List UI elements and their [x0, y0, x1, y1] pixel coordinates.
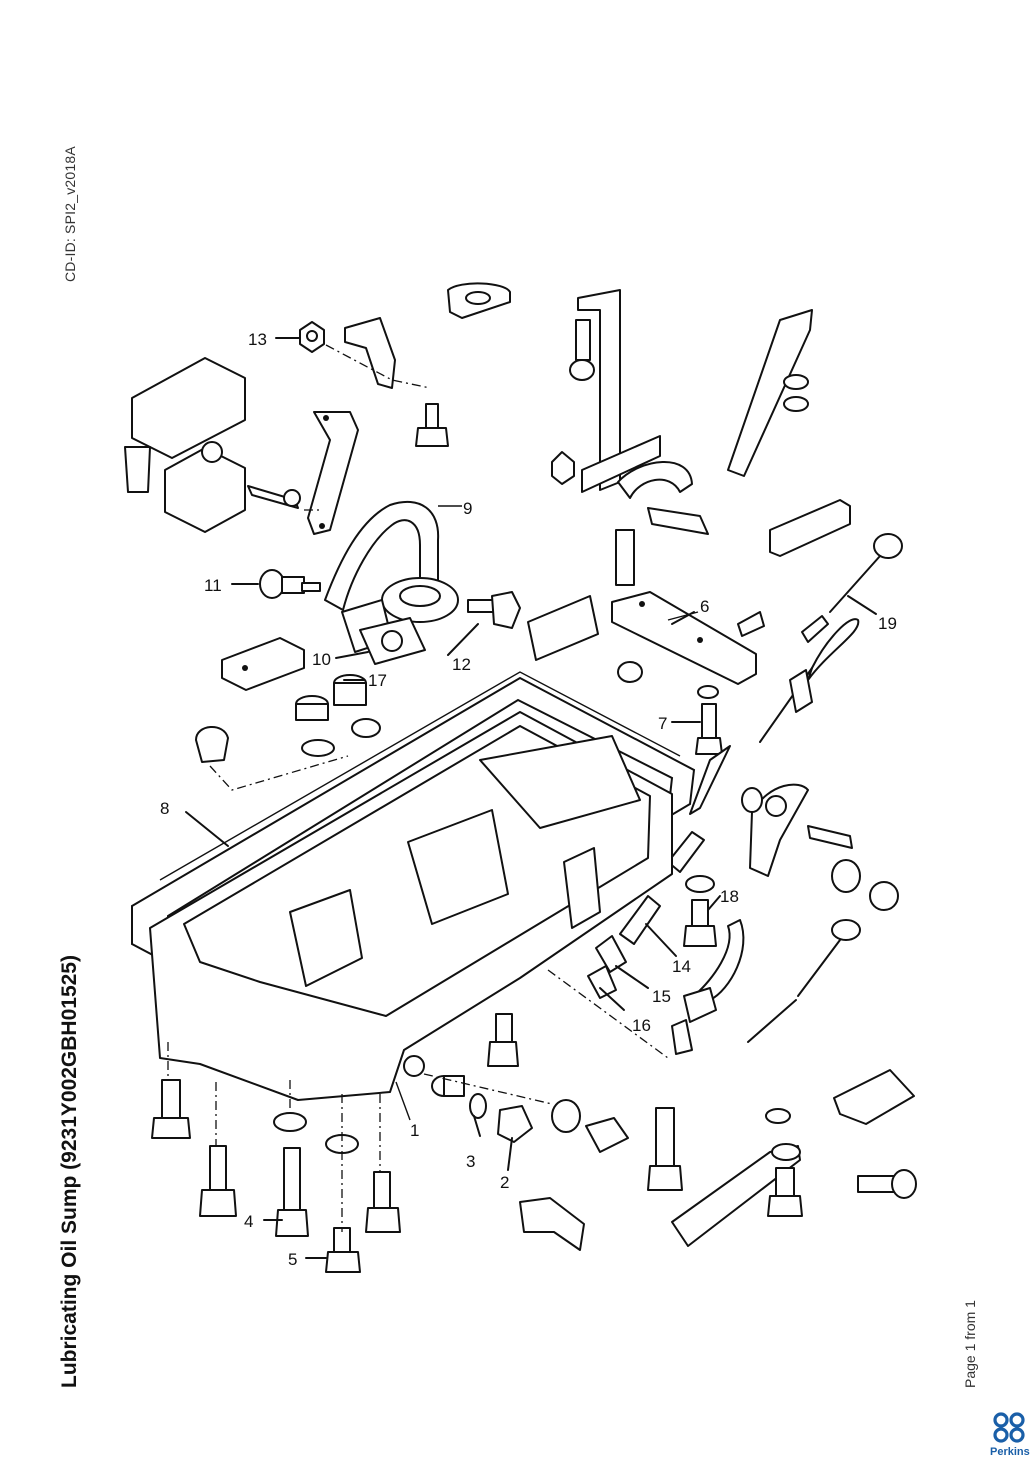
perkins-logo-icon [993, 1412, 1025, 1443]
callout-6: 6 [700, 597, 709, 616]
support-bracket-right [551, 289, 709, 586]
part-11-bolt [259, 569, 321, 599]
callout-12: 12 [452, 655, 471, 674]
part-2-drain-plug [423, 1073, 629, 1153]
sump-bolts-lower [151, 1013, 519, 1273]
part-15-union [587, 935, 627, 999]
part-14-dipstick-tube [619, 745, 899, 997]
callout-8: 8 [160, 799, 169, 818]
bolt-upper [415, 403, 449, 447]
spacer-block [221, 637, 305, 691]
part-10-flange [359, 617, 426, 665]
strap-bracket [304, 411, 359, 535]
lower-right-hardware [519, 999, 917, 1251]
part-12-bolt [467, 591, 521, 629]
stay-rod [727, 309, 813, 477]
callout-9: 9 [463, 499, 472, 518]
part-18-washer-bolt [683, 875, 717, 947]
callout-14: 14 [672, 957, 691, 976]
callout-10: 10 [312, 650, 331, 669]
callout-4: 4 [244, 1212, 253, 1231]
callout-leaders [185, 337, 877, 1259]
part-1-oil-sump [149, 711, 673, 1121]
callout-3: 3 [466, 1152, 475, 1171]
part-16-hose [547, 919, 745, 1059]
callout-17: 17 [368, 671, 387, 690]
callout-13: 13 [248, 330, 267, 349]
part-13-nut [299, 317, 431, 389]
callout-1: 1 [410, 1121, 419, 1140]
callout-18: 18 [720, 887, 739, 906]
pipe-clip-top [447, 282, 511, 319]
part-6-mounting-rail [527, 591, 765, 685]
callout-16: 16 [632, 1016, 651, 1035]
bracket-assembly-left [124, 357, 301, 533]
callout-19: 19 [878, 614, 897, 633]
callout-2: 2 [500, 1173, 509, 1192]
callout-15: 15 [652, 987, 671, 1006]
callout-7: 7 [658, 714, 667, 733]
callout-labels: 1 2 3 4 5 6 7 8 9 10 11 12 13 14 15 16 1… [160, 330, 897, 1269]
perkins-brand-label: Perkins [990, 1446, 1030, 1458]
part-19-dipstick [759, 533, 903, 743]
part-7-bolt [695, 685, 723, 755]
callout-11: 11 [204, 576, 222, 595]
part-17-drain-plug [195, 674, 381, 791]
bracket-plate-right [769, 499, 851, 557]
callout-5: 5 [288, 1250, 297, 1269]
